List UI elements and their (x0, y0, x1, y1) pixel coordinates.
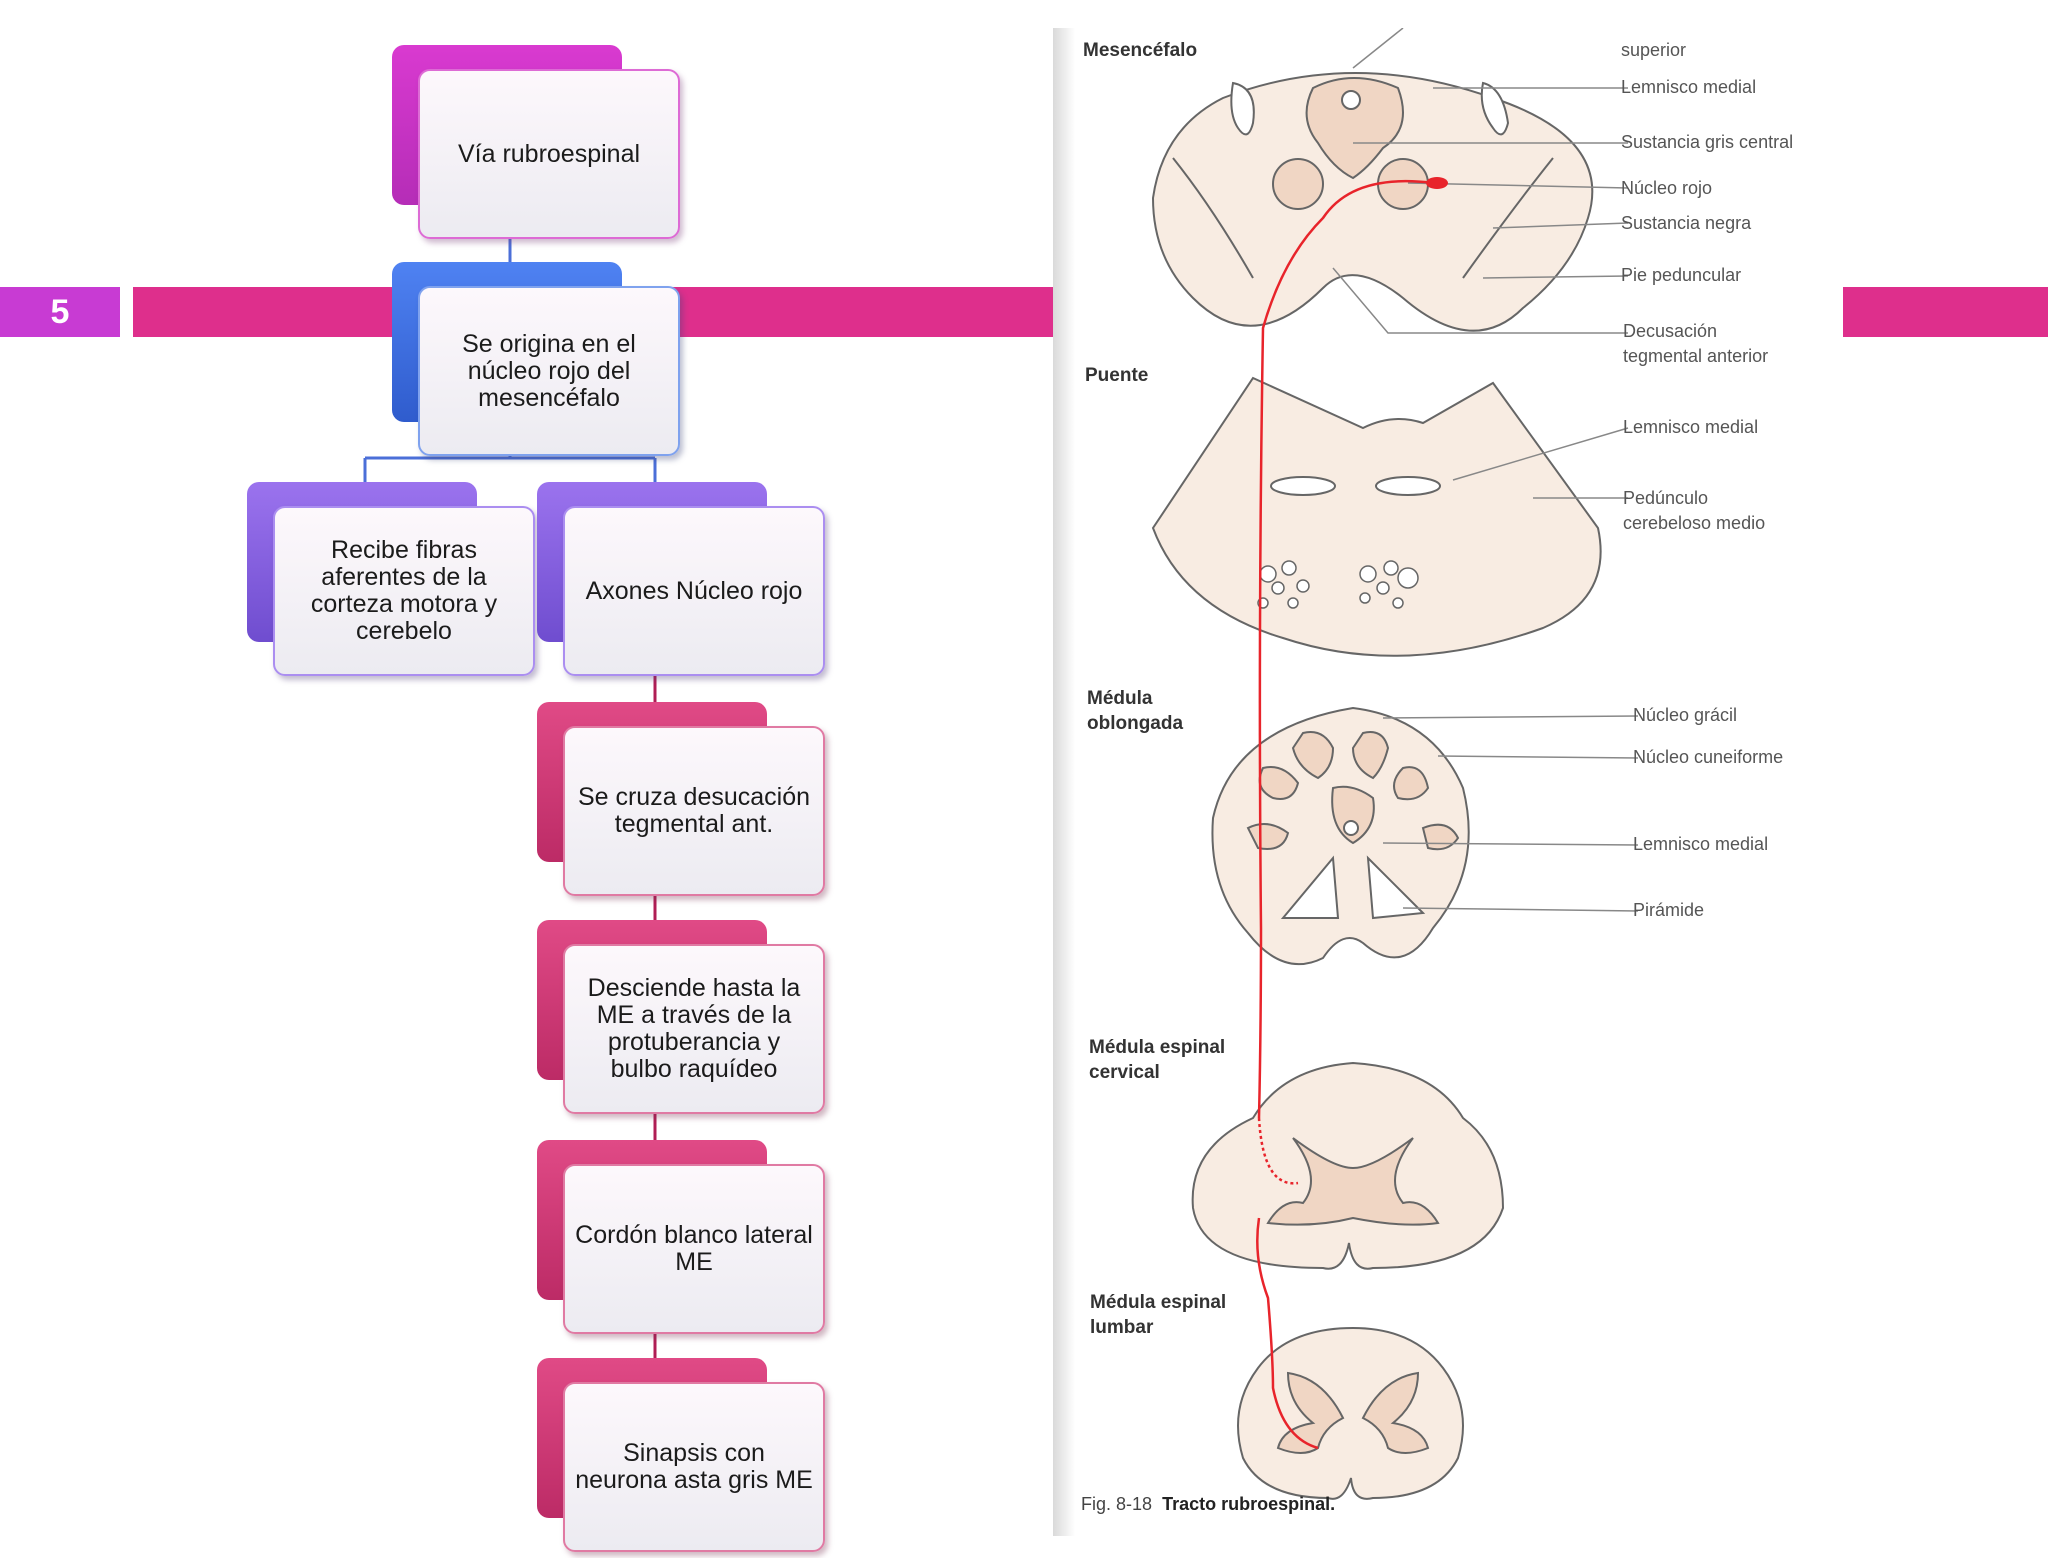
node-step-label: Sinapsis con neurona asta gris ME (563, 1382, 825, 1552)
title-band-right (1843, 287, 2048, 337)
node-step-synapse: Sinapsis con neurona asta gris ME (537, 1358, 827, 1558)
figure-caption-number: Fig. 8-18 (1081, 1494, 1153, 1514)
level-medulla-oblongata: Médula oblongada (1087, 688, 1184, 734)
level-cervical: Médula espinal cervical (1089, 1037, 1226, 1083)
node-step-label: Desciende hasta la ME a través de la pro… (563, 944, 825, 1114)
label-medial-lemniscus-pons: Lemnisco medial (1623, 417, 1759, 437)
figure-caption: Fig. 8-18 Tracto rubroespinal. (1081, 1494, 1335, 1515)
cervical-cord-section (1191, 1061, 1505, 1270)
label-central-gray: Sustancia gris central (1621, 132, 1794, 152)
node-afferent-fibers: Recibe fibras aferentes de la corteza mo… (247, 482, 537, 682)
figure-caption-title: Tracto rubroespinal. (1162, 1494, 1336, 1514)
node-afferent-fibers-label: Recibe fibras aferentes de la corteza mo… (273, 506, 535, 676)
lumbar-cord-section (1237, 1326, 1464, 1500)
label-cerebral-peduncle: Pie peduncular (1621, 265, 1742, 285)
brainstem-sections-illustration (1151, 28, 1639, 1500)
label-medial-lemniscus: Lemnisco medial (1621, 77, 1757, 97)
node-step-label: Cordón blanco lateral ME (563, 1164, 825, 1334)
pons-section (1151, 376, 1602, 657)
label-pyramid: Pirámide (1633, 900, 1705, 920)
rubrospinal-tract-figure: Mesencéfalo Puente Médula oblongada Médu… (1053, 28, 1843, 1536)
level-mesencephalon: Mesencéfalo (1083, 40, 1198, 61)
node-root: Vía rubroespinal (392, 45, 682, 245)
label-superior: superior (1621, 40, 1687, 60)
node-root-label: Vía rubroespinal (418, 69, 680, 239)
level-pons: Puente (1085, 365, 1149, 386)
node-red-nucleus-axons: Axones Núcleo rojo (537, 482, 827, 682)
node-step-descends: Desciende hasta la ME a través de la pro… (537, 920, 827, 1120)
label-substantia-nigra: Sustancia negra (1621, 213, 1752, 233)
node-origin: Se origina en el núcleo rojo del mesencé… (392, 262, 682, 462)
label-medial-lemniscus-medulla: Lemnisco medial (1633, 834, 1769, 854)
node-origin-label: Se origina en el núcleo rojo del mesencé… (418, 286, 680, 456)
node-red-nucleus-axons-label: Axones Núcleo rojo (563, 506, 825, 676)
slide-number: 5 (0, 287, 120, 337)
label-gracile-nucleus: Núcleo grácil (1633, 705, 1738, 725)
label-cuneate-nucleus: Núcleo cuneiforme (1633, 747, 1784, 767)
node-step-label: Se cruza desucación tegmental ant. (563, 726, 825, 896)
label-tegmental-decussation: Decusación tegmental anterior (1623, 321, 1769, 366)
label-middle-cerebellar-peduncle: Pedúnculo cerebeloso medio (1623, 488, 1766, 533)
label-red-nucleus: Núcleo rojo (1621, 178, 1713, 198)
node-step-decussation: Se cruza desucación tegmental ant. (537, 702, 827, 902)
node-step-lateral-funiculus: Cordón blanco lateral ME (537, 1140, 827, 1340)
level-lumbar: Médula espinal lumbar (1090, 1292, 1227, 1338)
